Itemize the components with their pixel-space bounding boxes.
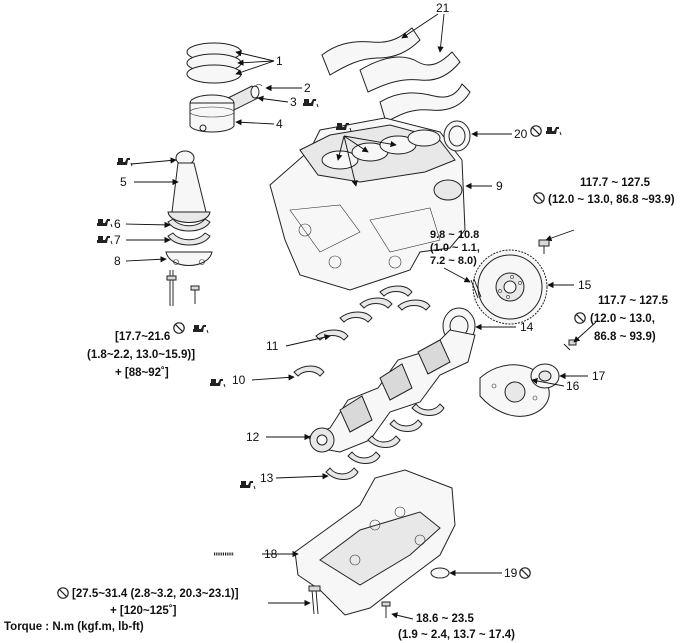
callout-7: 7 <box>114 233 121 247</box>
timing-chain-guides <box>321 27 471 123</box>
callout-10: 10 <box>232 373 246 387</box>
no-reuse-icon <box>173 322 185 334</box>
oil-can-icon <box>302 98 319 108</box>
no-reuse-icon <box>519 567 531 579</box>
callout-20: 20 <box>514 127 528 141</box>
callout-11: 11 <box>266 339 279 353</box>
leader-lines <box>125 13 597 620</box>
spec-plate-bolt: 9.8 ~ 10.8 (1.0 ~ 1.1, 7.2 ~ 8.0) <box>430 229 480 267</box>
oil-can-icon <box>96 235 113 245</box>
spec-line: + [120~125˚] <box>110 605 177 617</box>
bedplate <box>294 469 456 616</box>
spec-drive-plate: 117.7 ~ 127.5 (12.0 ~ 13.0, 86.8 ~ 93.9) <box>590 295 669 343</box>
spec-line: + [88~92˚] <box>115 367 169 379</box>
spec-line: 7.2 ~ 8.0) <box>430 255 477 267</box>
drive-plate-reinforcement <box>530 363 560 389</box>
conrod-bearings <box>165 218 213 266</box>
callout-5: 5 <box>120 175 127 189</box>
callout-9: 9 <box>496 179 503 193</box>
spec-line: (1.9 ~ 2.4, 13.7 ~ 17.4) <box>398 629 515 641</box>
callout-2: 2 <box>304 81 311 95</box>
no-reuse-icon <box>533 192 545 204</box>
spec-conrod-bolt: [17.7~21.6 (1.8~2.2, 13.0~15.9)] + [88~9… <box>87 331 195 379</box>
o-ring <box>430 567 450 579</box>
oil-can-icon <box>545 126 562 136</box>
oilpan-bolt <box>381 601 391 618</box>
oil-can-icon <box>116 157 133 167</box>
flywheel-plate-bolt <box>470 278 482 299</box>
callout-14: 14 <box>520 320 534 334</box>
thrust-bearing <box>293 365 325 377</box>
callout-3: 3 <box>290 95 297 109</box>
flywheel-bolt <box>538 239 550 254</box>
torque-unit-note: Torque : N.m (kgf.m, lb-ft) <box>4 621 144 633</box>
callout-17: 17 <box>592 369 606 383</box>
callout-1: 1 <box>276 54 283 68</box>
spec-line: [17.7~21.6 <box>115 331 170 343</box>
callout-numbers: 1 2 3 4 5 6 7 8 9 10 11 12 13 14 15 16 1… <box>114 1 606 580</box>
piston-rings <box>186 42 242 84</box>
spec-line: [27.5~31.4 (2.8~3.2, 20.3~23.1)] <box>72 588 239 600</box>
spec-line: 117.7 ~ 127.5 <box>580 177 651 189</box>
oil-can-icon <box>239 480 256 490</box>
rear-oil-seal <box>443 120 471 152</box>
lower-main-bearings <box>325 403 445 480</box>
callout-19: 19 <box>504 566 518 580</box>
spec-oilpan-bolt: 18.6 ~ 23.5 (1.9 ~ 2.4, 13.7 ~ 17.4) <box>398 613 515 641</box>
callout-15: 15 <box>578 278 592 292</box>
spec-line: 86.8 ~ 93.9) <box>594 331 656 343</box>
oil-can-icon <box>209 378 226 388</box>
spec-line: 9.8 ~ 10.8 <box>430 229 479 241</box>
spec-line: 117.7 ~ 127.5 <box>598 295 669 307</box>
piston-pin <box>227 83 263 111</box>
callout-6: 6 <box>114 217 121 231</box>
no-reuse-icon <box>530 125 542 137</box>
no-reuse-icon <box>57 587 69 599</box>
callout-8: 8 <box>114 254 121 268</box>
flywheel <box>472 249 548 325</box>
connecting-rod <box>167 150 211 223</box>
oil-can-icon <box>96 218 113 228</box>
spec-line: (1.8~2.2, 13.0~15.9)] <box>87 349 195 361</box>
crankshaft <box>307 329 476 453</box>
callout-12: 12 <box>246 430 260 444</box>
callout-21: 21 <box>436 1 450 15</box>
spec-line: (12.0 ~ 13.0, <box>590 313 655 325</box>
callout-13: 13 <box>260 471 274 485</box>
no-reuse-icon <box>574 312 586 324</box>
piston <box>189 94 235 133</box>
spec-line: (12.0 ~ 13.0, 86.8 ~93.9) <box>548 194 675 206</box>
upper-main-bearings <box>315 285 431 341</box>
spec-line: 18.6 ~ 23.5 <box>416 613 474 625</box>
spec-line: (1.0 ~ 1.1, <box>430 242 480 254</box>
conrod-bolts <box>166 270 200 306</box>
spec-flywheel: 117.7 ~ 127.5 (12.0 ~ 13.0, 86.8 ~93.9) <box>548 177 675 206</box>
bedplate-main-bolt <box>308 585 321 615</box>
callout-4: 4 <box>276 117 283 131</box>
oil-can-icon <box>192 324 209 334</box>
callout-18: 18 <box>264 547 278 561</box>
callout-16: 16 <box>566 379 580 393</box>
spec-bedplate-bolt: [27.5~31.4 (2.8~3.2, 20.3~23.1)] + [120~… <box>72 588 239 617</box>
